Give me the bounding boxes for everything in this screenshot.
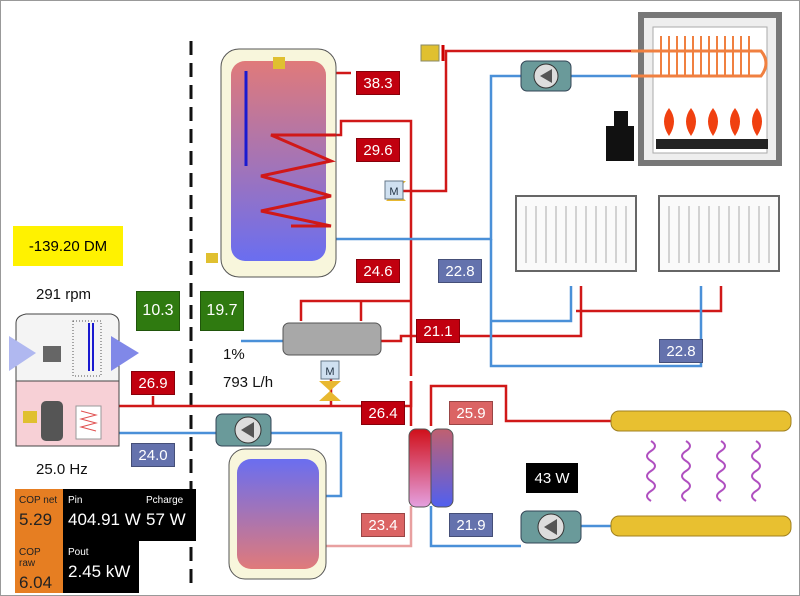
cop-raw-value: 6.04 [19, 573, 53, 592]
temp-radiator-return-2: 22.8 [659, 339, 703, 363]
radiator-2 [658, 195, 780, 272]
pump-power: 43 W [526, 463, 578, 493]
pout-value: 2.45 kW [68, 562, 131, 581]
buffer-tank [228, 448, 327, 580]
pump-floor [520, 510, 582, 544]
pump-hp [215, 413, 272, 447]
svg-text:M: M [389, 186, 398, 198]
mixing-valve-lower: M [319, 360, 341, 401]
cost-display: -139.20 DM [13, 226, 123, 266]
cop-net-label: COP net [19, 495, 58, 506]
pout: Pout 2.45 kW [63, 541, 139, 593]
temp-separator-out: 21.1 [416, 319, 460, 343]
pin-value: 404.91 W [68, 510, 141, 529]
temp-radiator-return: 22.8 [438, 259, 482, 283]
temp-hx-primary-in: 26.4 [361, 401, 405, 425]
cop-raw-label: COP raw [19, 547, 41, 569]
temp-coil-out: 24.6 [356, 259, 400, 283]
dhw-storage-tank [206, 48, 337, 278]
mixing-valve-upper: M [384, 180, 406, 201]
svg-text:M: M [325, 366, 334, 378]
fan-speed: 291 rpm [36, 286, 92, 303]
pcharge-label: Pcharge [146, 495, 184, 506]
temp-hx-secondary-out: 25.9 [449, 401, 493, 425]
temp-hx-secondary-in: 21.9 [449, 513, 493, 537]
pcharge: Pcharge 57 W [146, 495, 186, 530]
pout-label: Pout [68, 547, 89, 558]
flow-rate: 793 L/h [223, 374, 274, 391]
cop-net-value: 5.29 [19, 510, 53, 529]
pcharge-value: 57 W [146, 510, 186, 529]
boiler [606, 12, 782, 166]
pin-label: Pin [68, 495, 83, 506]
cop-raw: COP raw 6.04 [15, 541, 63, 593]
temp-dhw-top: 38.3 [356, 71, 400, 95]
valve-percent: 1% [223, 346, 245, 363]
temp-hp-return: 24.0 [131, 443, 175, 467]
cop-net: COP net 5.29 [15, 489, 63, 541]
compressor-frequency: 25.0 Hz [36, 461, 88, 478]
floor-heating-manifold [610, 410, 792, 537]
temp-coil-in: 29.6 [356, 138, 400, 162]
heat-pump-unit [9, 313, 139, 447]
temp-hx-primary-out: 23.4 [361, 513, 405, 537]
plate-heat-exchanger [408, 428, 454, 508]
pin: Pin 404.91 W [63, 489, 196, 541]
temp-hp-flow: 26.9 [131, 371, 175, 395]
hydraulic-separator [282, 322, 382, 356]
pump-boiler [520, 60, 572, 92]
radiator-1 [515, 195, 637, 272]
green-value-2: 19.7 [200, 291, 244, 331]
green-value-1: 10.3 [136, 291, 180, 331]
